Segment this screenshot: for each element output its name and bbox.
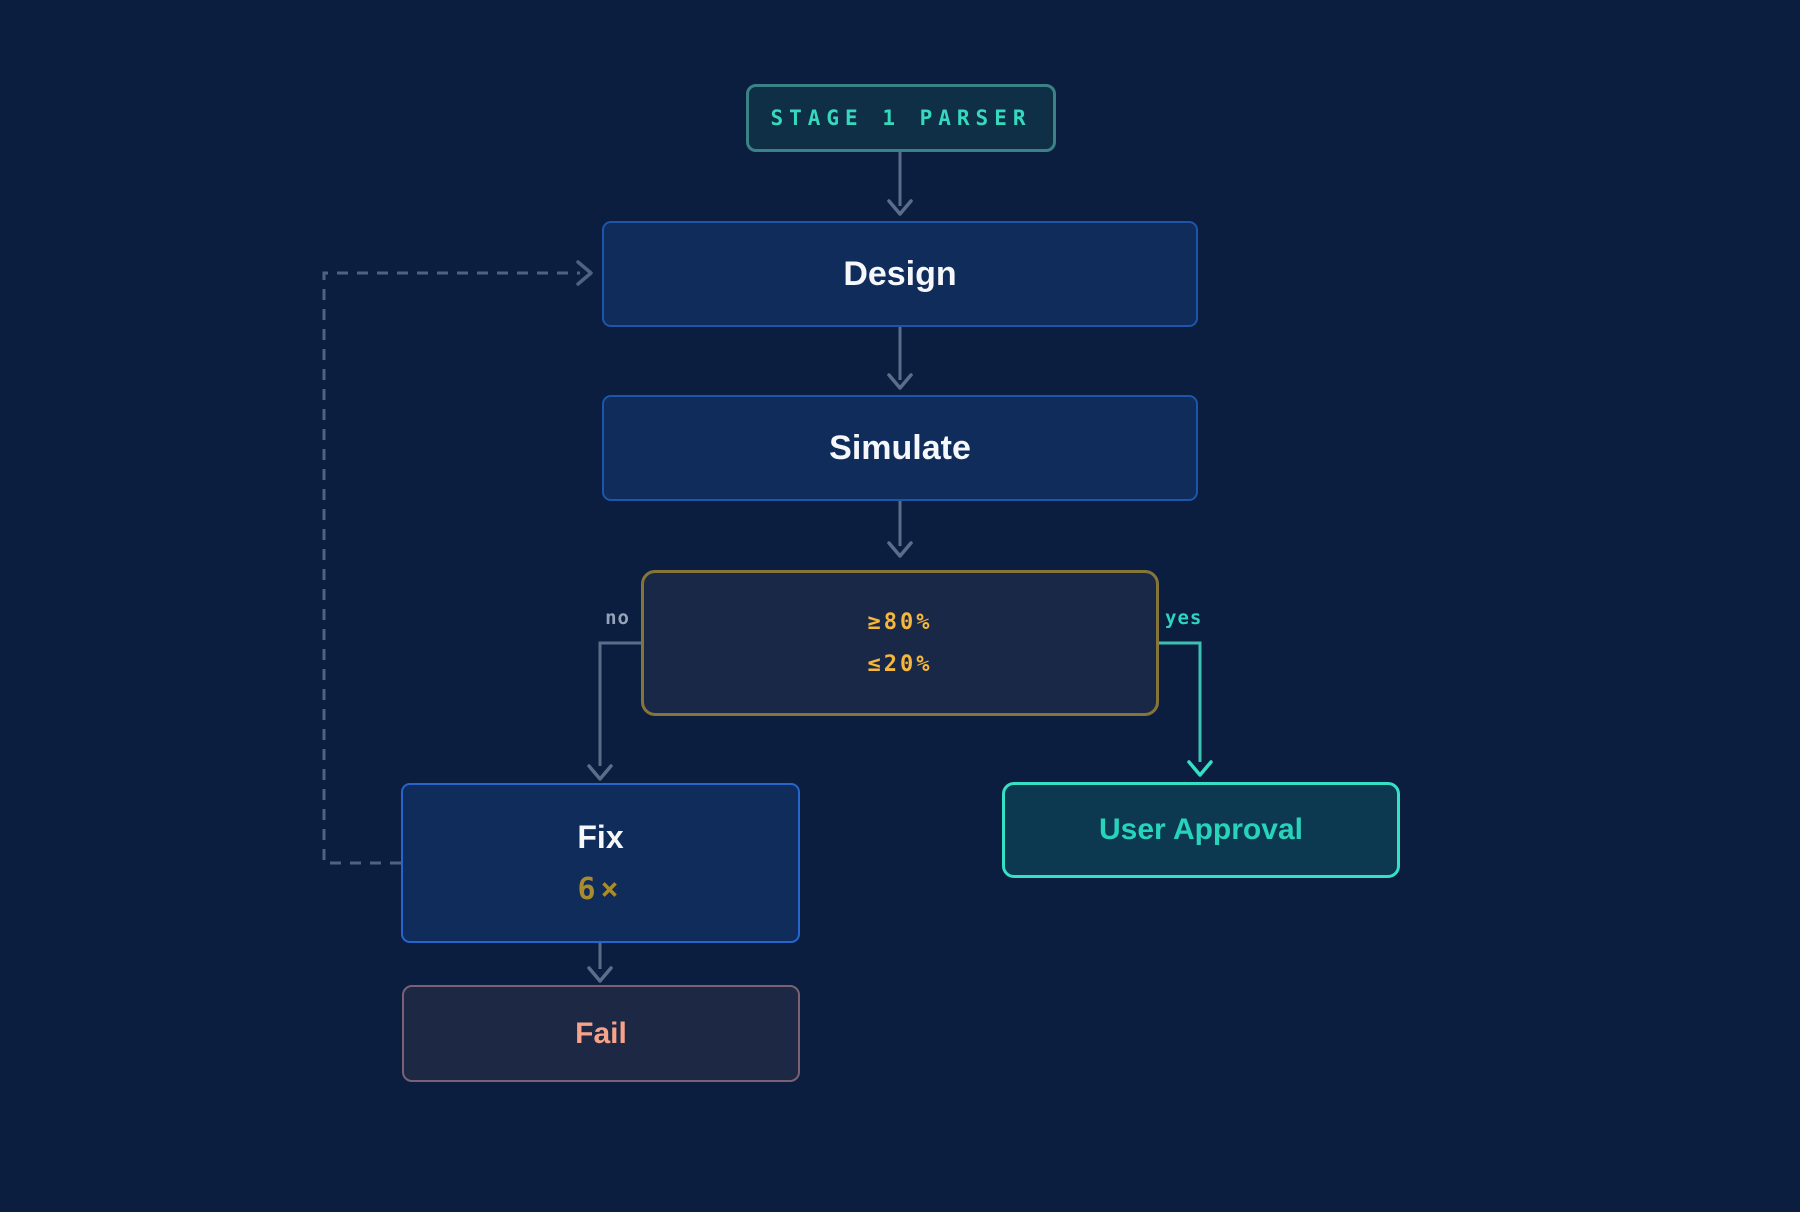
fix-retry-count: 6× <box>577 872 624 907</box>
fail-label: Fail <box>575 1016 627 1050</box>
decision-threshold-line1: ≥80% <box>867 609 933 635</box>
decision-threshold-line2: ≤20% <box>867 651 933 677</box>
arrowhead-fix <box>587 764 613 781</box>
edge-label-yes: yes <box>1165 607 1203 629</box>
edge-decision-to-approval <box>1159 641 1202 762</box>
node-threshold-decision: ≥80% ≤20% <box>641 570 1159 716</box>
fix-label: Fix <box>577 819 624 855</box>
node-stage1-parser: STAGE 1 PARSER <box>746 84 1056 152</box>
edge-decision-to-fix <box>598 641 641 766</box>
arrowhead-fail <box>587 966 613 983</box>
arrowhead-decision <box>887 541 913 558</box>
node-user-approval: User Approval <box>1002 782 1400 878</box>
design-label: Design <box>843 254 957 293</box>
node-design: Design <box>602 221 1198 327</box>
stage1-parser-label: STAGE 1 PARSER <box>770 106 1032 130</box>
edge-fix-loop-to-design <box>322 271 580 865</box>
node-simulate: Simulate <box>602 395 1198 501</box>
arrowhead-simulate <box>887 373 913 390</box>
node-fix: Fix 6× <box>401 783 800 943</box>
simulate-label: Simulate <box>829 428 971 467</box>
user-approval-label: User Approval <box>1099 813 1303 846</box>
node-fail: Fail <box>402 985 800 1082</box>
arrowhead-design <box>887 199 913 216</box>
edge-label-no: no <box>605 607 630 629</box>
arrowhead-approval <box>1187 760 1213 777</box>
arrowhead-loop-design <box>576 260 593 286</box>
